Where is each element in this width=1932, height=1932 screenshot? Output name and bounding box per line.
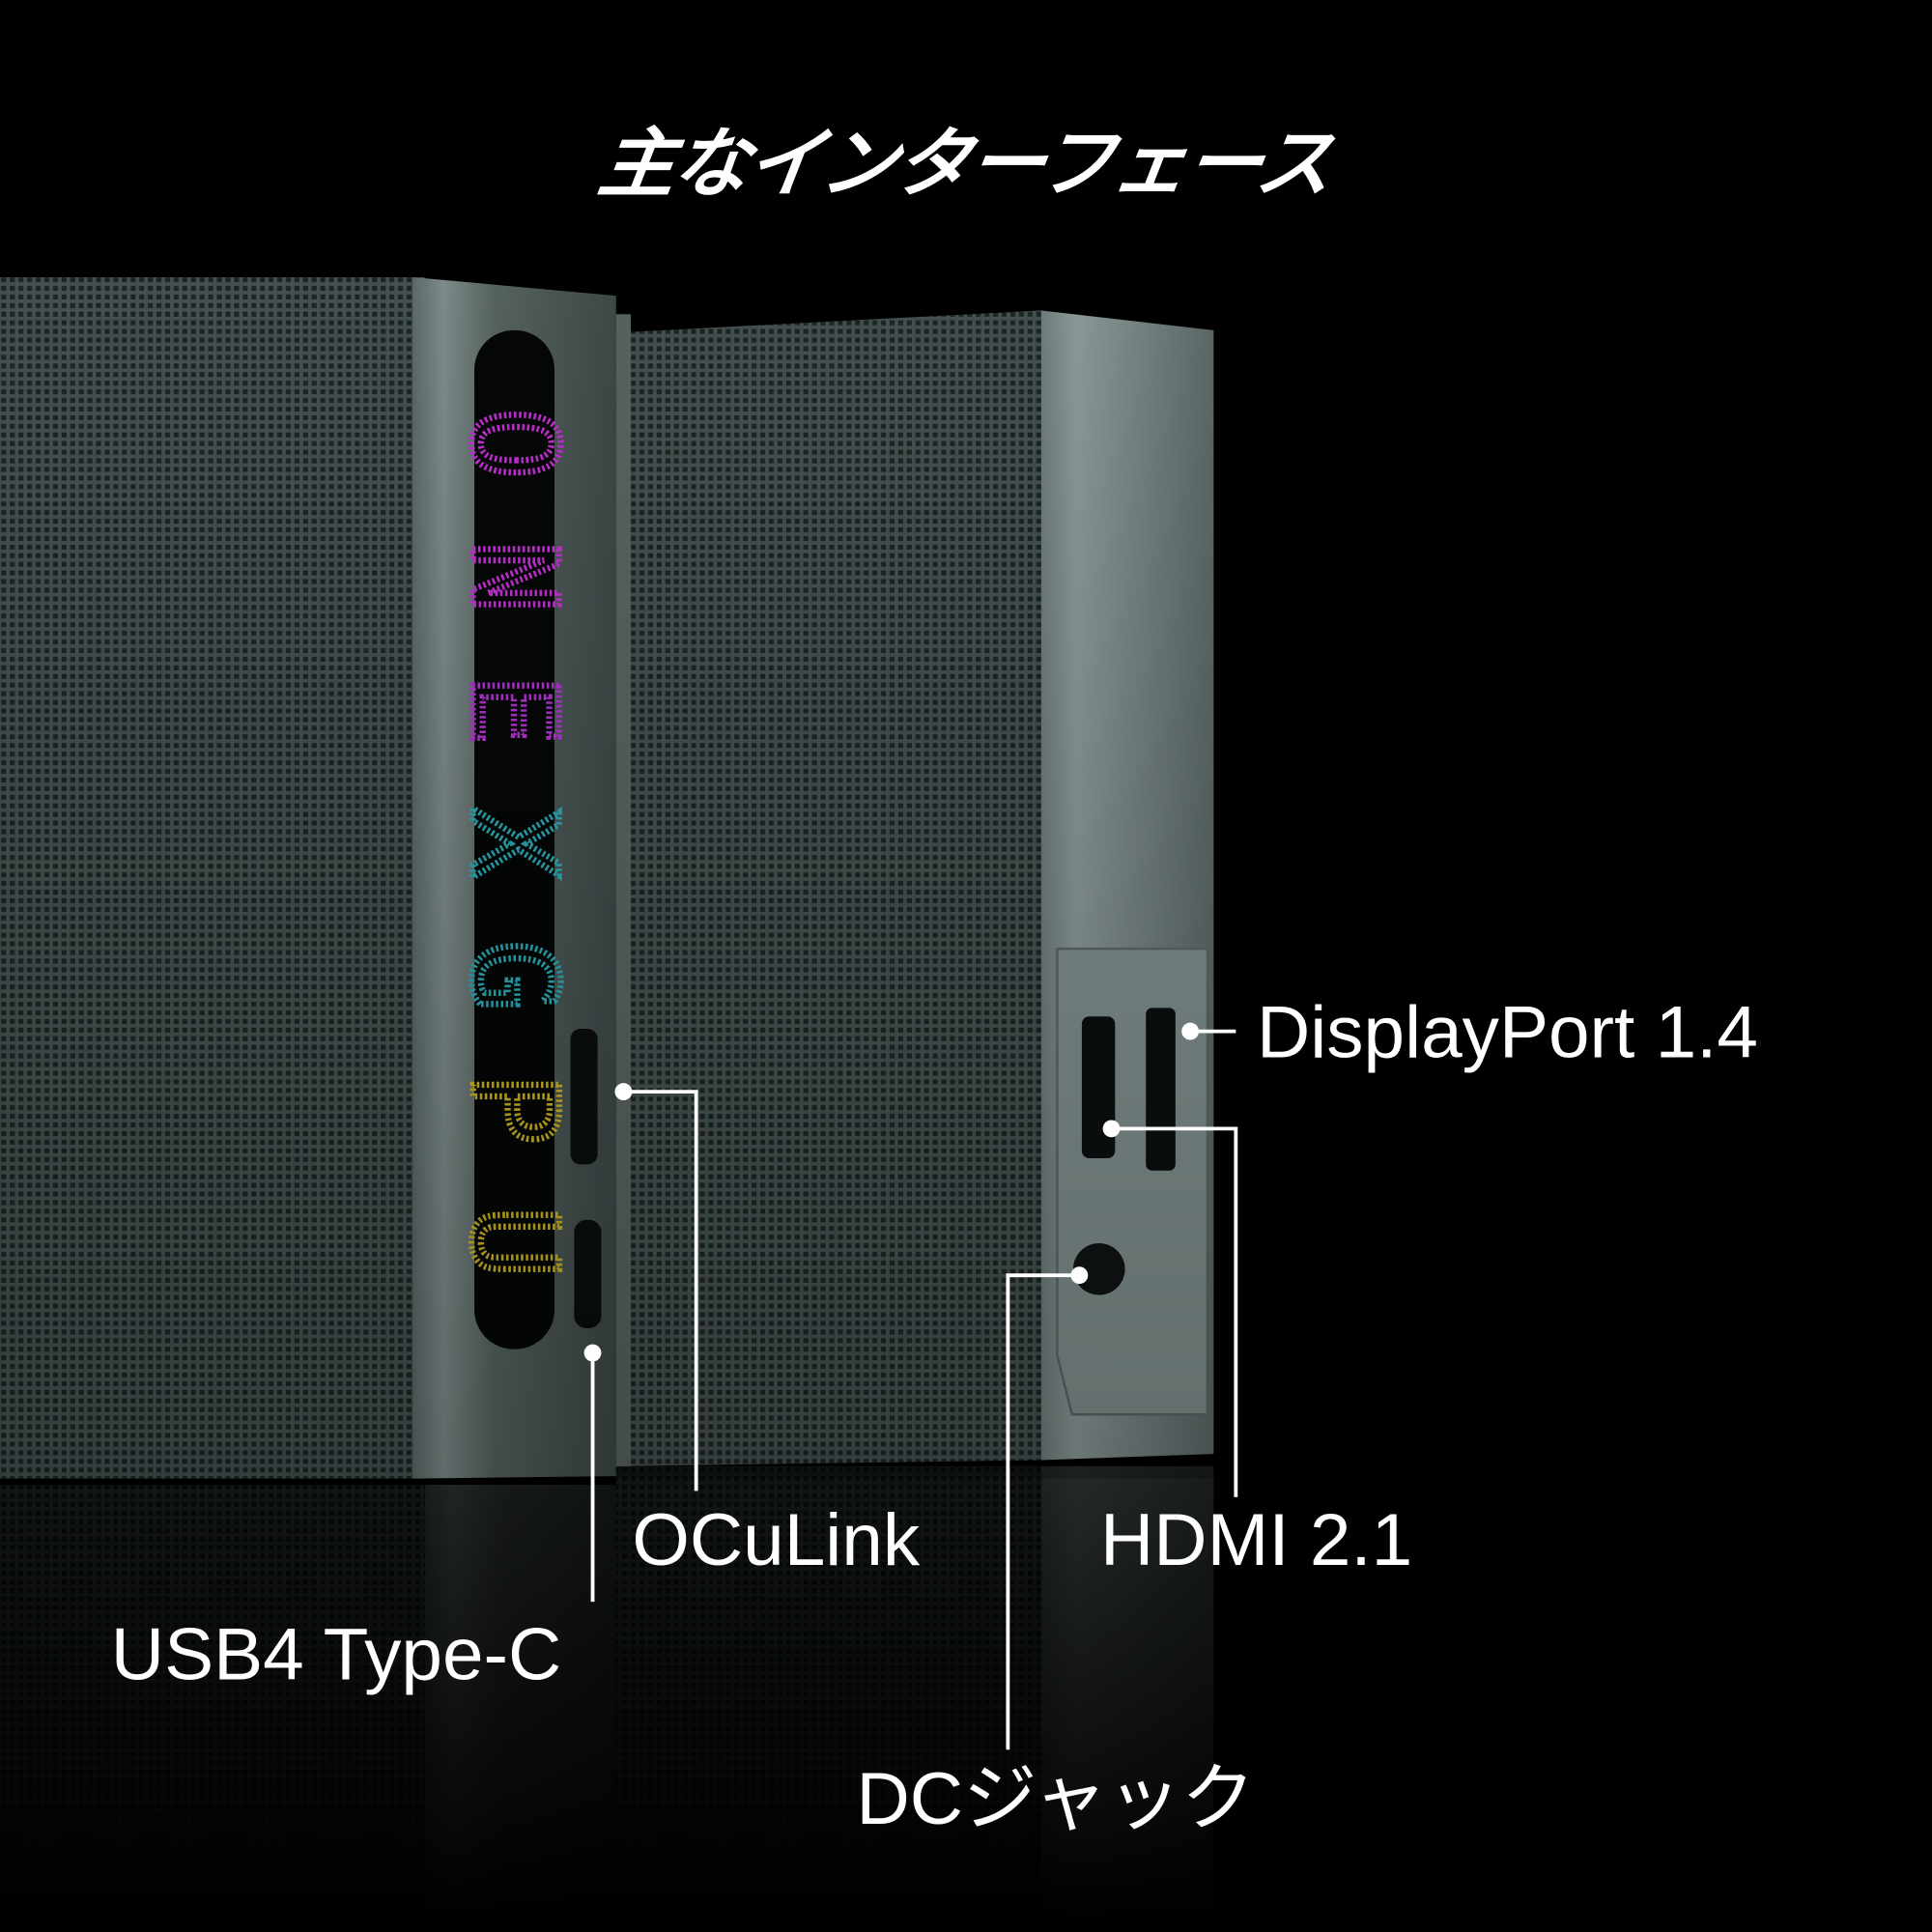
label-oculink: OCuLink bbox=[632, 1498, 921, 1581]
oculink-dot bbox=[614, 1083, 633, 1101]
hdmi-leader bbox=[1111, 1126, 1238, 1497]
floor-reflection bbox=[0, 1465, 1233, 1932]
usb4-dot bbox=[583, 1344, 602, 1362]
page-title: 主なインターフェース bbox=[593, 118, 1337, 209]
oculink-leader bbox=[623, 1090, 698, 1492]
label-hdmi: HDMI 2.1 bbox=[1100, 1498, 1413, 1581]
dc-leader bbox=[1006, 1273, 1080, 1750]
label-displayport: DisplayPort 1.4 bbox=[1257, 990, 1758, 1073]
displayport-dot bbox=[1181, 1022, 1200, 1040]
dc-dot bbox=[1070, 1266, 1089, 1285]
label-dc-jack: DCジャック bbox=[856, 1756, 1256, 1840]
callout-lines bbox=[590, 1029, 1238, 1750]
hdmi-dot bbox=[1102, 1120, 1121, 1138]
label-usb4: USB4 Type-C bbox=[110, 1612, 562, 1696]
